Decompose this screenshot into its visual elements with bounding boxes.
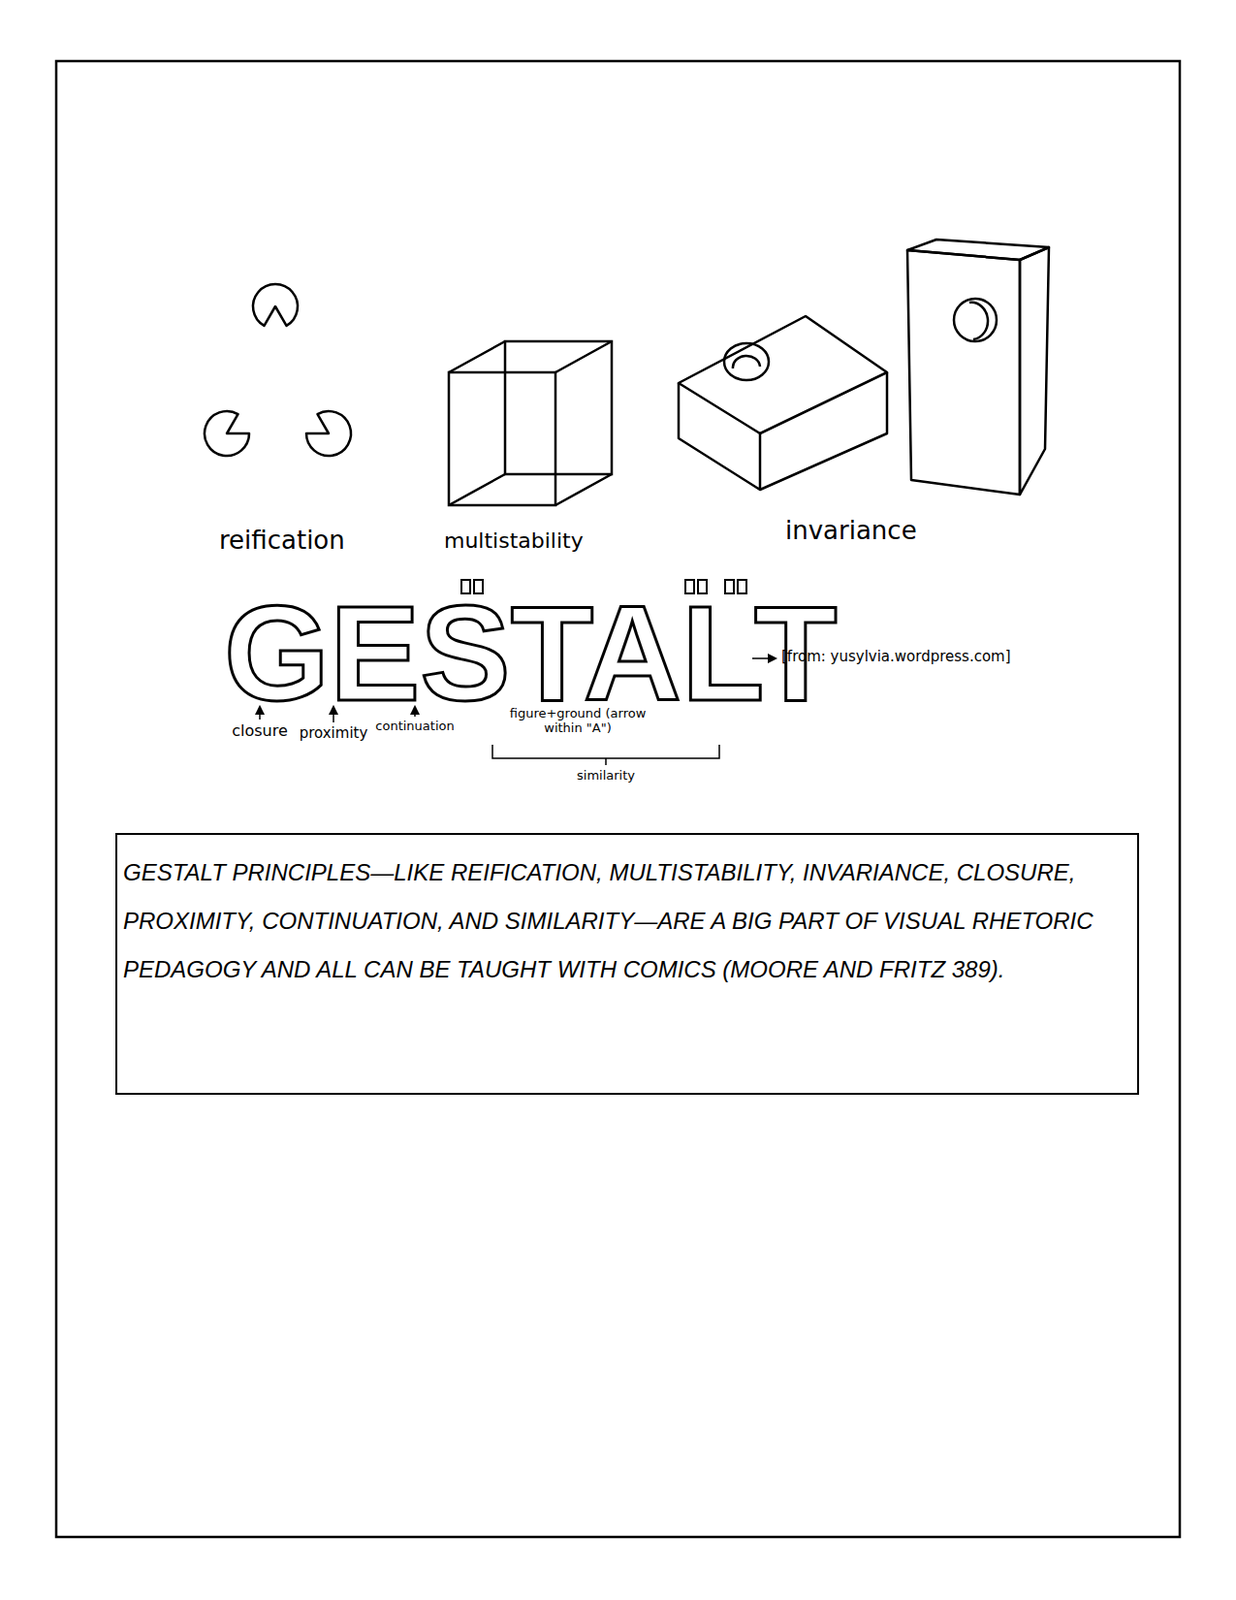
block-hole [953,298,997,342]
reification-figure [204,284,351,456]
hole-inner [969,302,988,340]
pacman [204,411,250,456]
block-side [1019,247,1049,495]
caption-box: GESTALT PRINCIPLES—LIKE REIFICATION, MUL… [115,832,1140,1095]
figure-label: reification [219,526,346,556]
block-sides [678,372,888,490]
bar [737,579,747,594]
source-note: [from: yusylvia.wordpress.com] [781,648,1012,666]
caption-text: GESTALT PRINCIPLES—LIKE REIFICATION, MUL… [123,848,1128,994]
principle-label: continuation [375,719,454,734]
principle-label: figure+ground (arrow within "A") [504,706,652,736]
principle-label: closure [231,722,288,740]
principle-label: similarity [576,768,635,784]
hole-inner [732,355,761,369]
gestalt-lettering: GESTALT [223,585,734,722]
principle-label: proximity [299,725,369,742]
cube-face [448,372,556,506]
source-arrow [752,657,776,660]
necker-cube [448,341,612,506]
cube-edge [448,341,612,506]
pacman [306,411,351,456]
figure-label: multistability [443,528,584,553]
cube-face [505,341,612,475]
invariance-blocks [678,239,1049,495]
block-hole [724,343,769,381]
figure-label: invariance [785,516,918,546]
panel-border [56,61,1180,1537]
pacman [253,284,298,326]
similarity-bracket [492,744,720,765]
block-front [907,250,1020,495]
block-top [678,316,888,434]
